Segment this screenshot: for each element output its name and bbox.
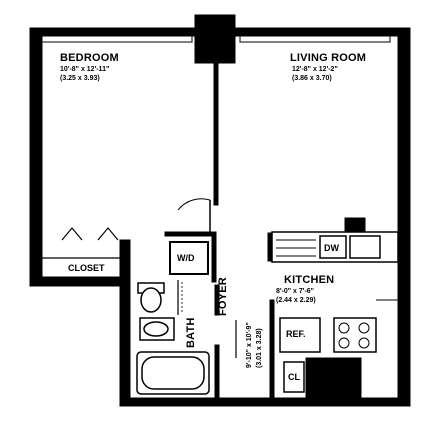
- wall-bath-left: [119, 239, 131, 406]
- wall-bedroom-partition: [213, 54, 219, 206]
- wall-top-left: [29, 27, 201, 37]
- small-closet: [283, 361, 305, 393]
- wall-closet-bottom: [29, 276, 121, 287]
- washer-dryer: [169, 241, 209, 275]
- column-kitchen: [344, 217, 366, 233]
- wall-bath-right-lower: [214, 344, 220, 401]
- kitchen-dim-imperial: 8'-0" x 7'-6": [276, 288, 314, 295]
- window-top-left: [41, 35, 193, 43]
- burner-1: [338, 322, 350, 334]
- column-bottom-right: [305, 357, 362, 404]
- small-closet-label: CL: [288, 372, 300, 382]
- bath-name: BATH: [185, 317, 197, 348]
- wall-wd-top: [164, 231, 216, 237]
- bedroom-dim-metric: (3.25 x 3.93): [60, 75, 100, 82]
- burner-3: [338, 337, 350, 349]
- closet-door-right: [97, 227, 119, 241]
- sink-basin: [143, 321, 169, 337]
- living-room-dim-metric: (3.86 x 3.70): [292, 75, 332, 82]
- burner-2: [358, 322, 370, 334]
- bathtub-inner: [141, 356, 205, 390]
- window-top-right: [239, 35, 391, 43]
- toilet-bowl: [140, 287, 162, 313]
- wall-left: [29, 27, 43, 287]
- bedroom-name: BEDROOM: [60, 52, 119, 64]
- kitchen-sink: [349, 235, 381, 259]
- wall-right: [397, 27, 411, 287]
- dishwasher-label: DW: [324, 243, 339, 253]
- living-room-dim-imperial: 12'-8" x 12'-2": [292, 66, 338, 73]
- dishwasher: [319, 235, 347, 259]
- refrigerator-label: REF.: [286, 329, 306, 339]
- bedroom-door-swing: [177, 198, 211, 211]
- wall-bath-right: [214, 284, 220, 316]
- closet-door-left: [61, 227, 83, 241]
- bedroom-dim-imperial: 10'-8" x 12'-11": [60, 66, 110, 73]
- wall-bottom: [119, 397, 411, 407]
- foyer-dim-metric: (3.01 x 3.28): [256, 328, 263, 368]
- wall-kitchen-bottom: [269, 299, 275, 401]
- foyer-dim-imperial: 9'-10" x 10'-9": [246, 322, 253, 368]
- living-room-name: LIVING ROOM: [290, 52, 367, 64]
- foyer-name: FOYER: [217, 277, 229, 316]
- wall-right-lower: [397, 279, 411, 407]
- refrigerator: [279, 317, 321, 353]
- stove: [333, 317, 377, 353]
- wall-wd-right: [211, 231, 217, 283]
- kitchen-dim-metric: (2.44 x 2.29): [276, 297, 316, 304]
- wall-top-right: [229, 27, 411, 37]
- kitchen-name: KITCHEN: [284, 274, 335, 286]
- washer-dryer-label: W/D: [177, 253, 195, 263]
- burner-4: [358, 337, 370, 349]
- closet-label: CLOSET: [68, 263, 105, 273]
